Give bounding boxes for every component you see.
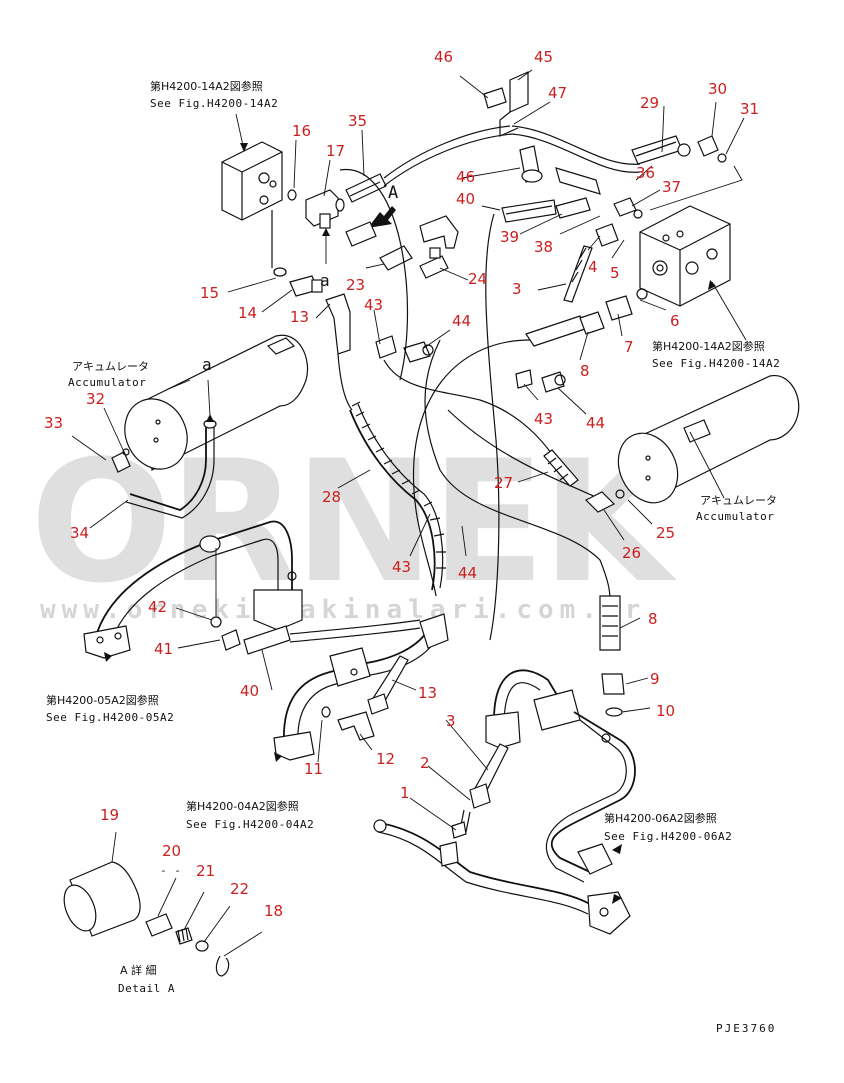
accumulator-left-en: Accumulator — [68, 376, 146, 389]
callout-13-lower: 13 — [418, 684, 437, 702]
hose-28-armor — [351, 401, 446, 569]
pipe-assembly-bottom — [373, 819, 631, 935]
accumulator-left — [124, 334, 308, 471]
accumulator-right — [617, 375, 800, 504]
callout-22: 22 — [230, 880, 249, 898]
callout-9: 9 — [650, 670, 660, 688]
callout-39: 39 — [500, 228, 519, 246]
callout-42: 42 — [148, 598, 167, 616]
callout-40-lower: 40 — [240, 682, 259, 700]
ref-04a2-en: See Fig.H4200-04A2 — [186, 818, 314, 831]
drawing-code: PJE3760 — [716, 1022, 776, 1035]
callout-19: 19 — [100, 806, 119, 824]
detail-a — [63, 861, 230, 977]
callout-16: 16 — [292, 122, 311, 140]
callout-43-mid: 43 — [392, 558, 411, 576]
callout-14: 14 — [238, 304, 257, 322]
callout-3-lower: 3 — [446, 712, 456, 730]
callout-31: 31 — [740, 100, 759, 118]
valve-block-right — [639, 205, 731, 307]
callout-1: 1 — [400, 784, 410, 802]
ref-06a2-jp: 第H4200-06A2図参照 — [604, 811, 717, 825]
callout-34: 34 — [70, 524, 89, 542]
watermark-url: www.ornekismakinalari.com.tr — [40, 595, 646, 625]
ref-14a2-top-jp: 第H4200-14A2図参照 — [150, 79, 263, 93]
valve-block-left — [221, 141, 287, 277]
callout-10: 10 — [656, 702, 675, 720]
watermark-brand: ORNEK — [30, 424, 678, 620]
callout-47: 47 — [548, 84, 567, 102]
callout-38: 38 — [534, 238, 553, 256]
callout-27: 27 — [494, 474, 513, 492]
callout-36: 36 — [636, 164, 655, 182]
pipe-assembly-left — [83, 520, 303, 659]
callout-46-top: 46 — [434, 48, 453, 66]
ref-05a2-jp: 第H4200-05A2図参照 — [46, 693, 159, 707]
callout-17: 17 — [326, 142, 345, 160]
callout-numbers: 1 2 3 3 4 5 6 7 8 8 9 10 11 12 13 13 14 … — [44, 48, 759, 920]
view-markers: A a a — [202, 183, 399, 374]
callout-12: 12 — [376, 750, 395, 768]
watermark: ORNEK www.ornekismakinalari.com.tr — [30, 424, 682, 625]
callout-46-mid: 46 — [456, 168, 475, 186]
callout-32: 32 — [86, 390, 105, 408]
detail-a-en: Detail A — [118, 982, 175, 995]
accumulator-right-en: Accumulator — [696, 510, 774, 523]
callout-43-right: 43 — [534, 410, 553, 428]
connection-a-marker-1: a — [320, 271, 330, 290]
callout-35: 35 — [348, 112, 367, 130]
callout-29: 29 — [640, 94, 659, 112]
callout-45: 45 — [534, 48, 553, 66]
callout-43-top: 43 — [364, 296, 383, 314]
reference-notes: 第H4200-14A2図参照 See Fig.H4200-14A2 第H4200… — [46, 79, 780, 1035]
callout-15: 15 — [200, 284, 219, 302]
callout-44-top: 44 — [452, 312, 471, 330]
pipe-assembly-center — [273, 613, 449, 761]
detail-a-jp: A 詳 細 — [120, 963, 157, 977]
ref-06a2-en: See Fig.H4200-06A2 — [604, 830, 732, 843]
leader-lines — [71, 69, 747, 957]
callout-8-lower: 8 — [648, 610, 658, 628]
ref-14a2-right-en: See Fig.H4200-14A2 — [652, 357, 780, 370]
callout-20: 20 — [162, 842, 181, 860]
ref-05a2-en: See Fig.H4200-05A2 — [46, 711, 174, 724]
callout-41: 41 — [154, 640, 173, 658]
callout-8-upper: 8 — [580, 362, 590, 380]
callout-6: 6 — [670, 312, 680, 330]
callout-44-mid: 44 — [458, 564, 477, 582]
callout-11: 11 — [304, 760, 323, 778]
callout-24: 24 — [468, 270, 487, 288]
callout-33: 33 — [44, 414, 63, 432]
callout-21: 21 — [196, 862, 215, 880]
pipe-assembly-right — [485, 669, 636, 883]
callout-23: 23 — [346, 276, 365, 294]
accumulator-right-jp: アキュムレータ — [700, 494, 777, 507]
callout-44-right: 44 — [586, 414, 605, 432]
ref-14a2-right-jp: 第H4200-14A2図参照 — [652, 339, 765, 353]
callout-18: 18 — [264, 902, 283, 920]
accumulator-left-jp: アキュムレータ — [72, 360, 149, 373]
ref-04a2-jp: 第H4200-04A2図参照 — [186, 799, 299, 813]
callout-7: 7 — [624, 338, 634, 356]
callout-13-upper: 13 — [290, 308, 309, 326]
callout-30: 30 — [708, 80, 727, 98]
ref-14a2-top-en: See Fig.H4200-14A2 — [150, 97, 278, 110]
fitting-14 — [289, 275, 323, 297]
connection-a-marker-2: a — [202, 355, 212, 374]
callout-25: 25 — [656, 524, 675, 542]
callout-37: 37 — [662, 178, 681, 196]
detail-dash: - - — [160, 864, 181, 877]
view-a-marker: A — [388, 183, 399, 203]
callout-5: 5 — [610, 264, 620, 282]
tee-fitting-17 — [305, 189, 345, 229]
bracket-45 — [499, 71, 529, 137]
callout-40-upper: 40 — [456, 190, 475, 208]
callout-2: 2 — [420, 754, 430, 772]
callout-28: 28 — [322, 488, 341, 506]
callout-3-upper: 3 — [512, 280, 522, 298]
callout-4: 4 — [588, 258, 598, 276]
callout-26: 26 — [622, 544, 641, 562]
